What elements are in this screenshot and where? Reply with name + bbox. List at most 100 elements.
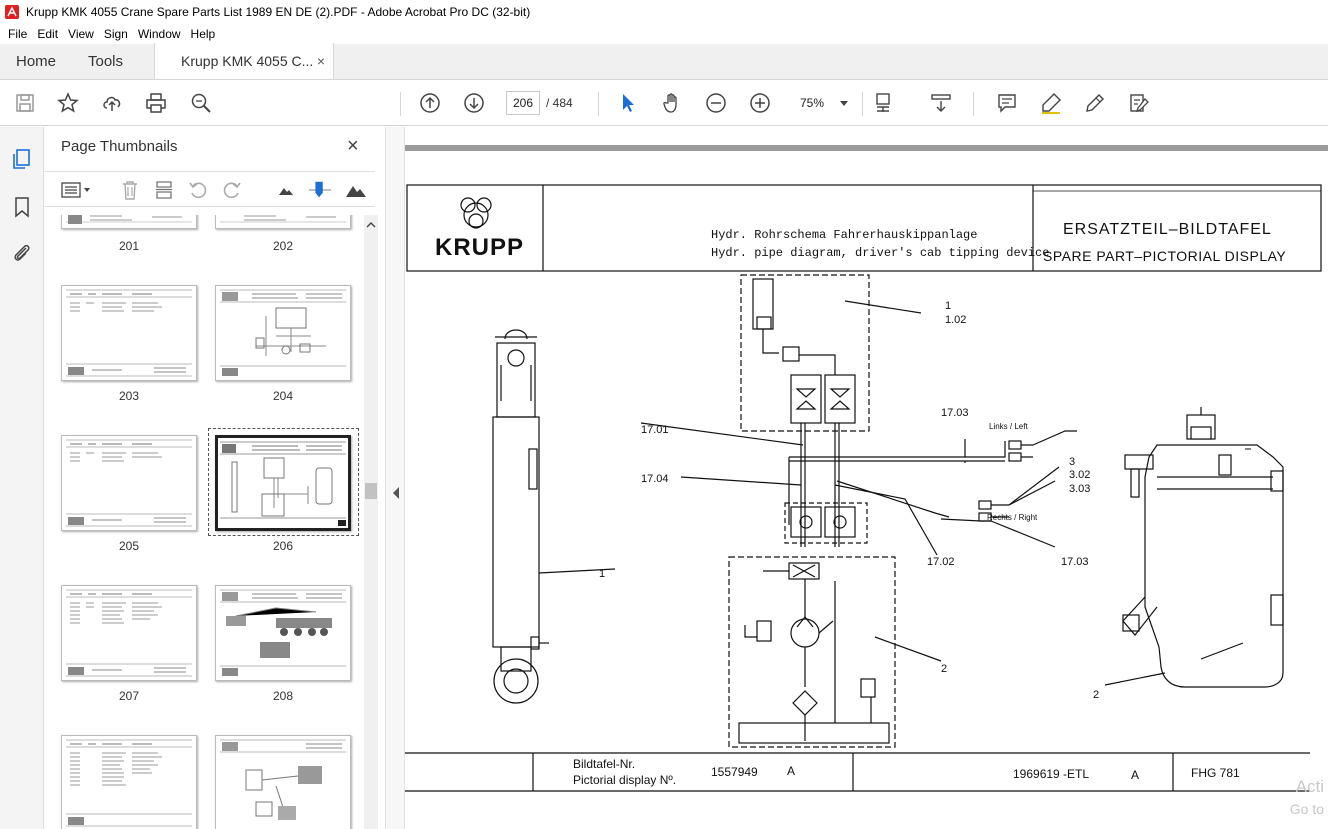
thumbnail-page[interactable]	[61, 735, 197, 829]
window-title: Krupp KMK 4055 Crane Spare Parts List 19…	[26, 5, 531, 19]
thumbnail-page[interactable]	[61, 585, 197, 681]
large-mountain-icon[interactable]	[345, 180, 367, 200]
thumbnail-options-icon[interactable]	[59, 180, 93, 200]
footer-etl: 1969619 -ETL	[1013, 767, 1089, 781]
page-number-input[interactable]: 206	[506, 91, 540, 115]
label-17-04: 17.04	[641, 473, 669, 485]
highlight-icon[interactable]	[1039, 91, 1063, 115]
tab-bar: Home Tools Krupp KMK 4055 C... ×	[0, 43, 1328, 80]
label-17-01: 17.01	[641, 424, 669, 436]
thumbnail-page[interactable]	[215, 735, 351, 829]
insert-page-icon[interactable]	[153, 180, 175, 200]
activate-windows-watermark: Acti	[1295, 777, 1324, 796]
edit-text-icon[interactable]	[1127, 91, 1151, 115]
tab-home[interactable]: Home	[16, 52, 57, 70]
chevron-down-icon	[840, 96, 848, 110]
delete-page-icon[interactable]	[119, 180, 141, 200]
thumbnail-page[interactable]	[215, 585, 351, 681]
bookmark-icon[interactable]	[10, 195, 34, 219]
toolbar-separator	[862, 92, 863, 116]
doc-heading-de: ERSATZTEIL–BILDTAFEL	[1063, 221, 1272, 238]
menu-bar: File Edit View Sign Window Help	[0, 24, 1328, 44]
zoom-select[interactable]: 75%	[790, 91, 852, 115]
upload-cloud-icon[interactable]	[100, 91, 124, 115]
panel-close-icon[interactable]: ×	[347, 135, 359, 157]
label-1-cylinder: 1	[599, 568, 605, 580]
thumbnail-page[interactable]	[61, 435, 197, 531]
doc-title-de: Hydr. Rohrschema Fahrerhauskippanlage	[711, 228, 977, 242]
scrollbar-thumb[interactable]	[365, 483, 377, 499]
thumbnail-page[interactable]	[61, 215, 197, 229]
rotate-right-icon[interactable]	[221, 180, 243, 200]
footer-number: 1557949	[711, 765, 758, 779]
toolbar-separator	[973, 92, 974, 116]
zoom-in-icon[interactable]	[748, 91, 772, 115]
label-17-02: 17.02	[927, 556, 955, 568]
menu-sign[interactable]: Sign	[103, 27, 128, 41]
label-2-cab: 2	[1093, 689, 1099, 701]
small-mountain-icon[interactable]	[275, 180, 297, 200]
draw-pen-icon[interactable]	[1083, 91, 1107, 115]
title-bar: Krupp KMK 4055 Crane Spare Parts List 19…	[0, 0, 1328, 24]
menu-file[interactable]: File	[8, 27, 28, 41]
attachment-icon[interactable]	[10, 241, 34, 265]
thumbnail-page[interactable]	[61, 285, 197, 381]
thumbnail-label: 208	[272, 689, 294, 703]
panel-toolbar	[45, 171, 375, 207]
label-rechts-right: Rechts / Right	[987, 513, 1038, 522]
page-display-icon[interactable]	[872, 91, 896, 115]
label-links-left: Links / Left	[989, 422, 1028, 431]
label-2-pump: 2	[941, 663, 947, 675]
thumbnail-page-selected[interactable]	[215, 435, 351, 531]
print-icon[interactable]	[144, 91, 168, 115]
menu-view[interactable]: View	[68, 27, 94, 41]
star-icon[interactable]	[56, 91, 80, 115]
rotate-left-icon[interactable]	[187, 180, 209, 200]
select-cursor-icon[interactable]	[616, 91, 640, 115]
label-17-03-top: 17.03	[941, 407, 969, 419]
zoom-out-icon[interactable]	[704, 91, 728, 115]
zoom-value: 75%	[800, 96, 825, 110]
comment-icon[interactable]	[995, 91, 1019, 115]
next-page-icon[interactable]	[462, 91, 486, 115]
save-icon[interactable]	[13, 91, 37, 115]
thumbnail-list: 201 202 203	[45, 215, 363, 829]
thumbnail-label: 201	[118, 239, 140, 253]
thumbnail-label: 207	[118, 689, 140, 703]
selected-thumbnail-frame	[208, 428, 359, 536]
thumbnail-label: 206	[272, 539, 294, 553]
menu-window[interactable]: Window	[137, 27, 181, 41]
thumbnail-label: 202	[272, 239, 294, 253]
document-view[interactable]: KRUPP Hydr. Rohrschema Fahrerhauskippanl…	[405, 127, 1328, 829]
hand-tool-icon[interactable]	[660, 91, 684, 115]
scroll-mode-icon[interactable]	[929, 91, 953, 115]
panel-collapse-handle[interactable]	[385, 127, 405, 829]
page-thumbnails-icon[interactable]	[10, 147, 34, 171]
thumbnail-page[interactable]	[215, 215, 351, 229]
footer-fhg: FHG 781	[1191, 766, 1240, 780]
menu-help[interactable]: Help	[190, 27, 216, 41]
footer-bildtafel: Bildtafel-Nr.	[573, 757, 635, 771]
thumbnail-label: 205	[118, 539, 140, 553]
toolbar	[0, 80, 1328, 126]
label-3: 3	[1069, 456, 1075, 468]
thumbnail-scrollbar[interactable]	[364, 215, 378, 829]
tab-close-icon[interactable]: ×	[316, 53, 325, 69]
footer-rev: A	[787, 764, 795, 778]
thumbnail-page[interactable]	[215, 285, 351, 381]
thumbnail-label: 203	[118, 389, 140, 403]
thumbnail-size-slider[interactable]	[309, 180, 331, 200]
doc-title-en: Hydr. pipe diagram, driver's cab tipping…	[711, 246, 1049, 260]
tab-document-label: Krupp KMK 4055 C...	[181, 53, 314, 69]
tab-tools[interactable]: Tools	[88, 52, 124, 70]
label-17-03-bottom: 17.03	[1061, 556, 1089, 568]
zoom-search-icon[interactable]	[189, 91, 213, 115]
activate-windows-hint: Go to	[1289, 801, 1324, 817]
toolbar-separator	[400, 92, 401, 116]
thumbnails-panel: Page Thumbnails × 201	[45, 127, 385, 829]
prev-page-icon[interactable]	[418, 91, 442, 115]
menu-edit[interactable]: Edit	[37, 27, 59, 41]
page-edge	[405, 145, 1328, 151]
tab-document[interactable]: Krupp KMK 4055 C... ×	[154, 43, 334, 79]
label-3-03: 3.03	[1069, 483, 1090, 495]
